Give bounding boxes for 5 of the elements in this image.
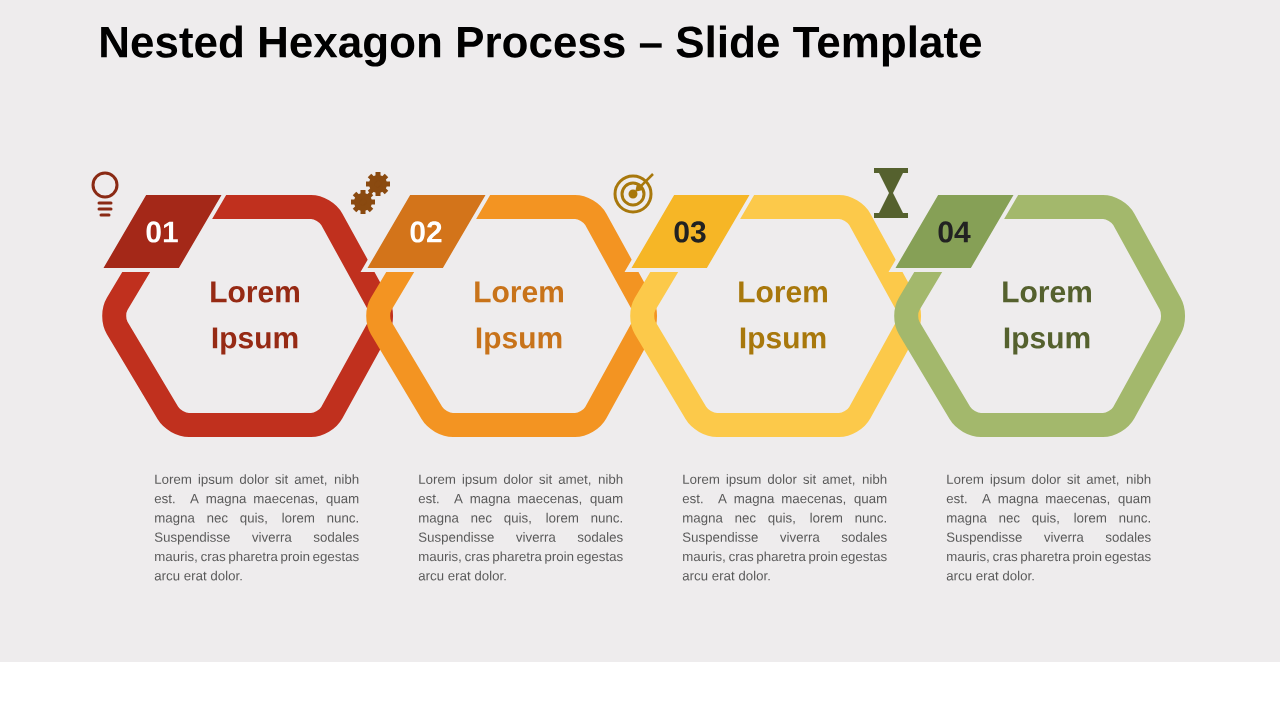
description-text: Lorem ipsum dolor sit amet, nibh est. A magna maecenas, quam magna nec quis, lorem nunc. Suspendisse viverra sodales mauris, cras pharetra proin egestas arcu erat dolor. bbox=[154, 474, 359, 581]
description-text: Lorem ipsum dolor sit amet, nibh est. A magna maecenas, quam magna nec quis, lorem nunc. Suspendisse viverra sodales mauris, cras pharetra proin egestas arcu erat dolor. bbox=[946, 474, 1151, 581]
description-text: Lorem ipsum dolor sit amet, nibh est. A magna maecenas, quam magna nec quis, lorem nunc. Suspendisse viverra sodales mauris, cras pharetra proin egestas arcu erat dolor. bbox=[682, 474, 887, 581]
description-text: Lorem ipsum dolor sit amet, nibh est. A magna maecenas, quam magna nec quis, lorem nunc. Suspendisse viverra sodales mauris, cras pharetra proin egestas arcu erat dolor. bbox=[418, 474, 623, 581]
title: Nested Hexagon Process – Slide Template bbox=[101, 25, 982, 67]
